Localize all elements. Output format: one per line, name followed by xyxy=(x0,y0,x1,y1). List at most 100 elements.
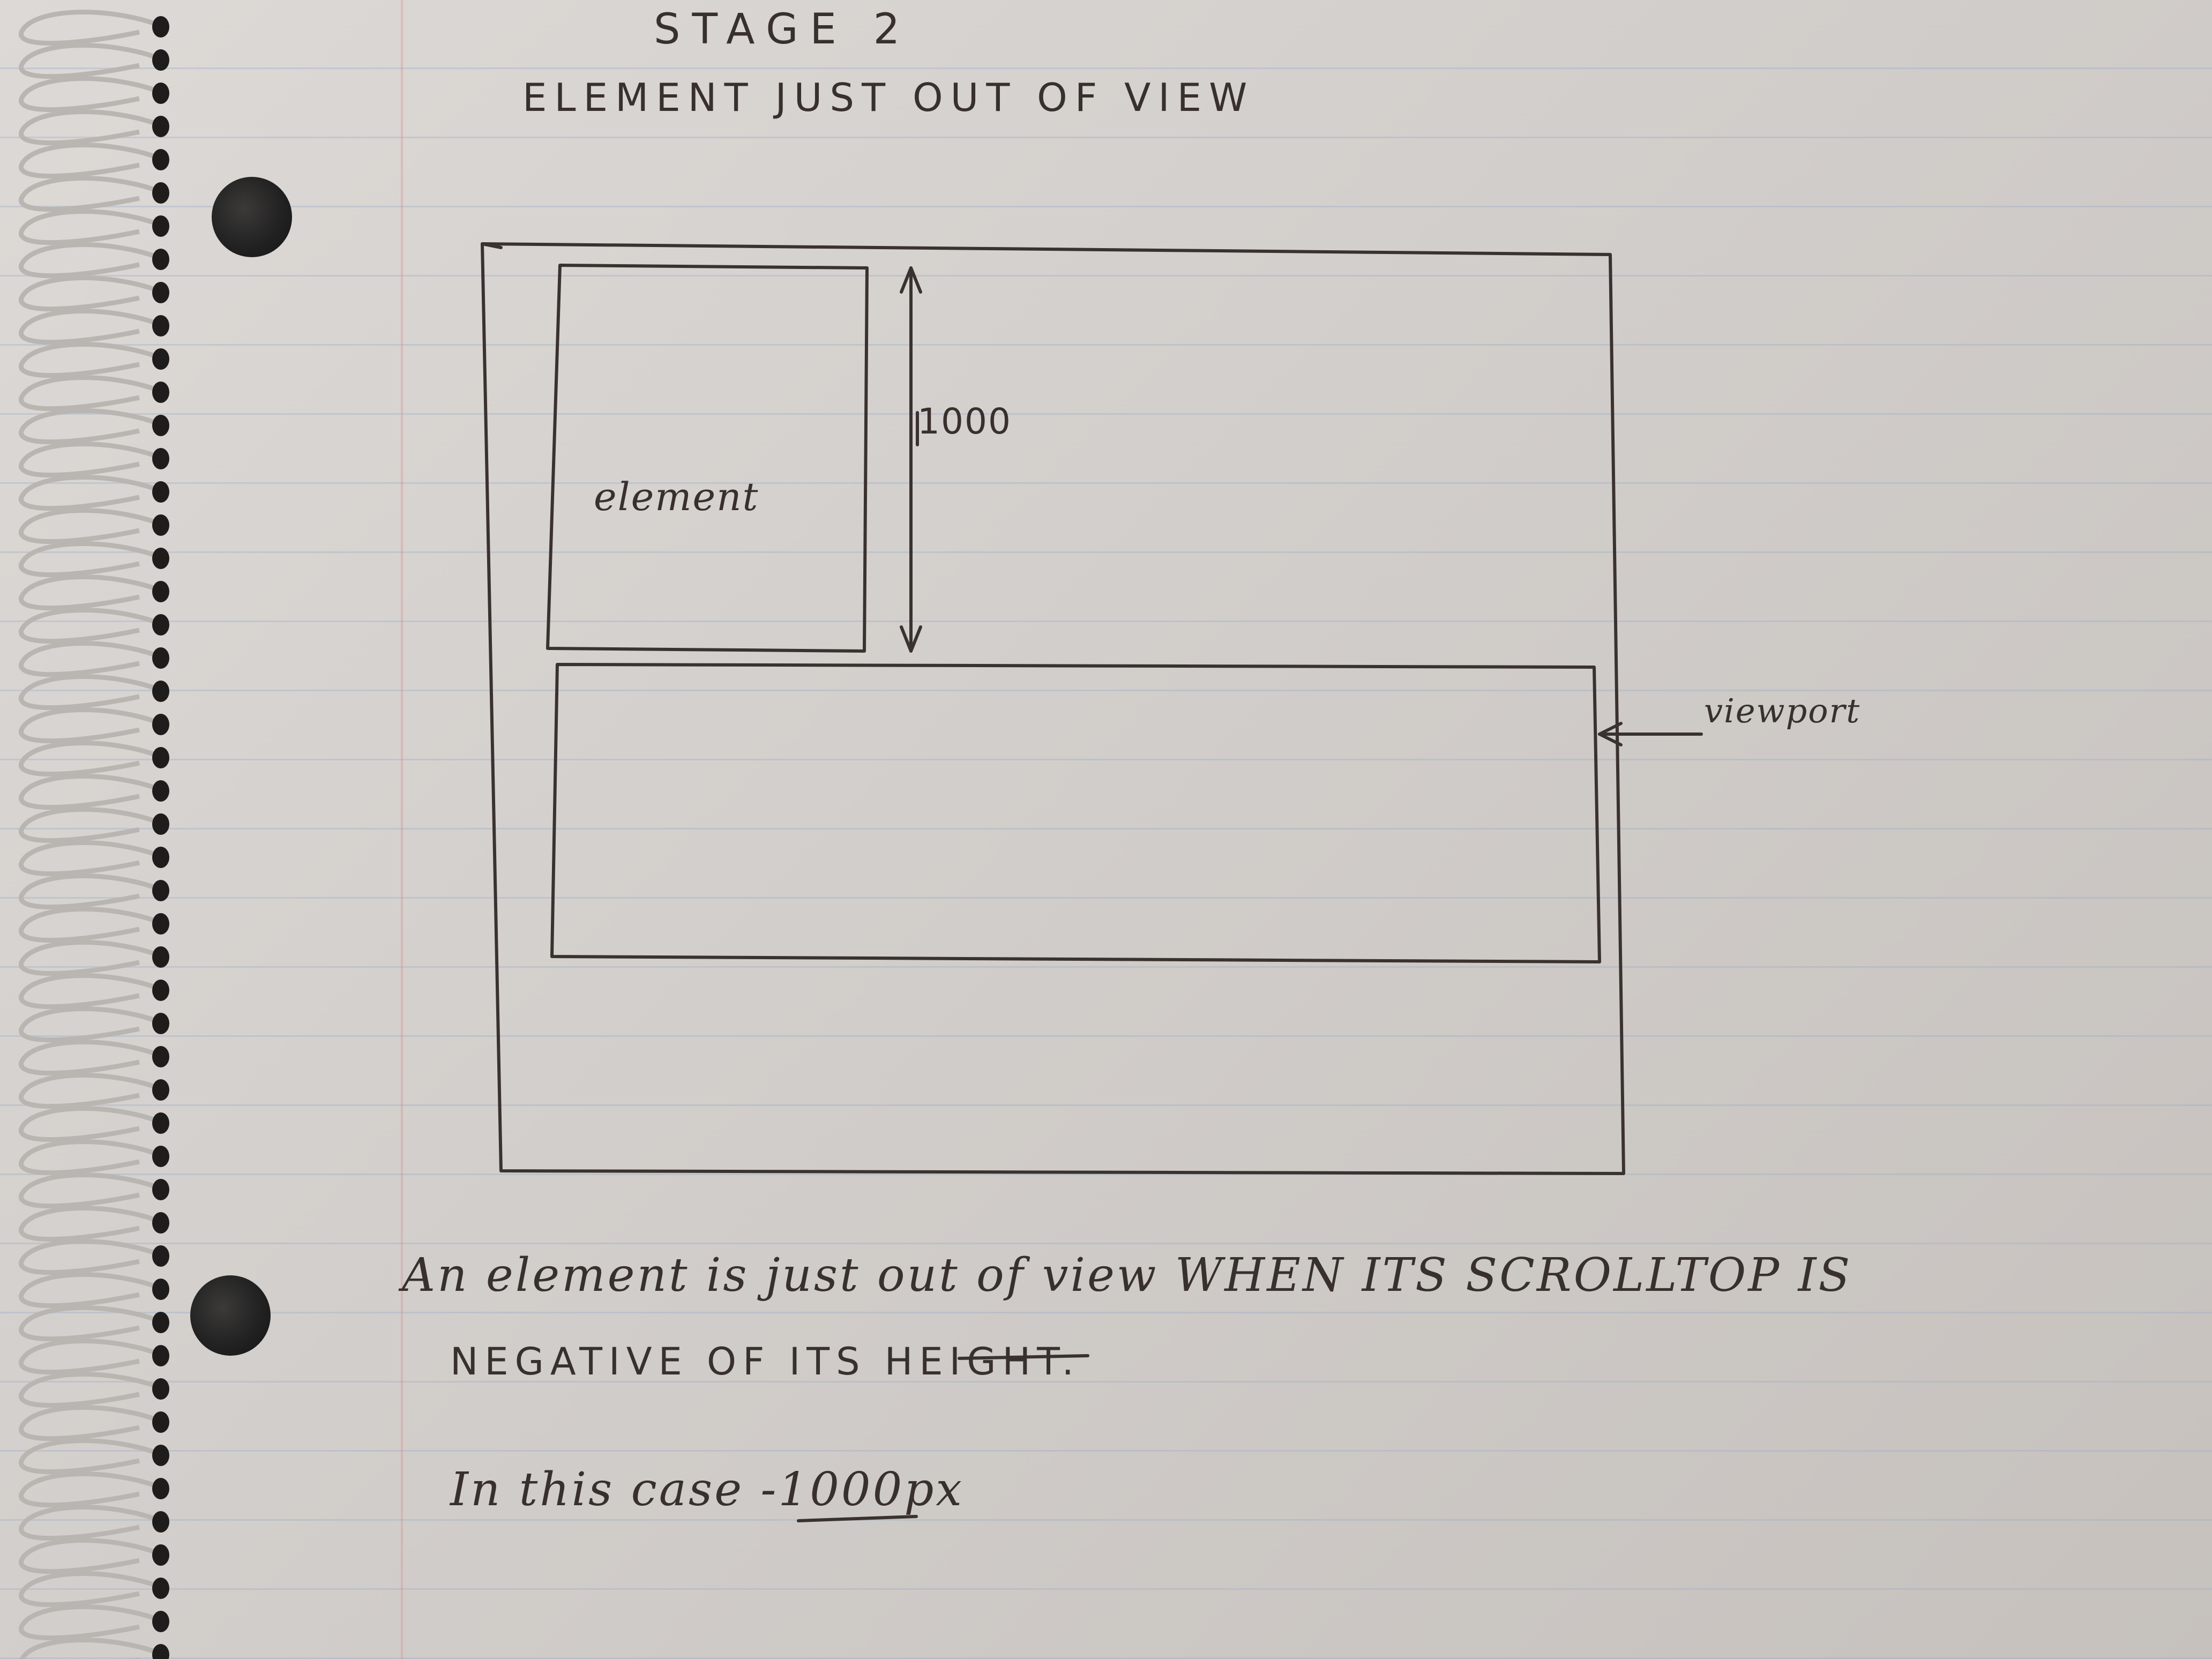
spiral-hole xyxy=(152,1146,169,1167)
strikethrough xyxy=(797,1515,918,1522)
spiral-hole xyxy=(152,215,169,237)
spiral-coil xyxy=(18,10,162,46)
spiral-coil xyxy=(18,76,162,113)
spiral-coil xyxy=(18,242,162,279)
margin-line xyxy=(401,0,403,1659)
spiral-coil xyxy=(18,508,162,544)
spiral-coil xyxy=(18,475,162,511)
spiral-hole xyxy=(152,1644,169,1659)
spiral-coil xyxy=(18,408,162,445)
spiral-hole xyxy=(152,614,169,636)
punch-hole xyxy=(212,177,292,257)
spiral-hole xyxy=(152,1511,169,1533)
viewport-box xyxy=(550,663,1601,963)
spiral-binding xyxy=(18,10,169,1659)
spiral-hole xyxy=(152,1378,169,1400)
spiral-coil xyxy=(18,840,162,877)
spiral-hole xyxy=(152,1611,169,1632)
spiral-coil xyxy=(18,176,162,212)
spiral-hole xyxy=(152,448,169,469)
spiral-coil xyxy=(18,1040,162,1076)
spiral-coil xyxy=(18,774,162,810)
spiral-hole xyxy=(152,880,169,901)
spiral-coil xyxy=(18,209,162,245)
spiral-hole xyxy=(152,1079,169,1101)
spiral-hole xyxy=(152,747,169,768)
spiral-hole xyxy=(152,249,169,270)
spiral-hole xyxy=(152,83,169,104)
spiral-coil xyxy=(18,375,162,412)
viewport-label: viewport xyxy=(1704,691,1861,730)
spiral-coil xyxy=(18,43,162,79)
spiral-hole xyxy=(152,149,169,170)
viewport-pointer-head xyxy=(1598,722,1623,746)
spiral-hole xyxy=(152,1179,169,1200)
spiral-coil xyxy=(18,641,162,677)
spiral-coil xyxy=(18,674,162,711)
spiral-coil xyxy=(18,608,162,644)
spiral-hole xyxy=(152,315,169,337)
spiral-hole xyxy=(152,1212,169,1234)
spiral-coil xyxy=(18,707,162,744)
spiral-hole xyxy=(152,847,169,868)
spiral-hole xyxy=(152,1445,169,1466)
punch-hole xyxy=(190,1275,271,1356)
spiral-coil xyxy=(18,574,162,611)
spiral-coil xyxy=(18,342,162,378)
spiral-coil xyxy=(18,1305,162,1342)
spiral-hole xyxy=(152,581,169,602)
spiral-coil xyxy=(18,1405,162,1441)
spiral-hole xyxy=(152,1013,169,1034)
spiral-hole xyxy=(152,382,169,403)
spiral-hole xyxy=(152,514,169,536)
spiral-hole xyxy=(152,348,169,370)
spiral-coil xyxy=(18,442,162,478)
spiral-hole xyxy=(152,282,169,303)
spiral-hole xyxy=(152,1544,169,1566)
spiral-coil xyxy=(18,309,162,345)
spiral-hole xyxy=(152,813,169,835)
spiral-coil xyxy=(18,1538,162,1574)
spiral-hole xyxy=(152,49,169,71)
spiral-coil xyxy=(18,1106,162,1142)
spiral-hole xyxy=(152,647,169,669)
height-arrow-head-bottom xyxy=(900,625,922,653)
spiral-coil xyxy=(18,1239,162,1275)
spiral-coil xyxy=(18,973,162,1010)
spiral-hole xyxy=(152,913,169,935)
spiral-coil xyxy=(18,1372,162,1408)
spiral-coil xyxy=(18,1139,162,1176)
spiral-hole xyxy=(152,1578,169,1599)
element-box xyxy=(546,264,869,653)
spiral-hole xyxy=(152,16,169,38)
spiral-hole xyxy=(152,946,169,968)
note-line-2: NEGATIVE OF ITS HEIGHT. xyxy=(450,1340,1080,1384)
spiral-hole xyxy=(152,1046,169,1067)
spiral-coil xyxy=(18,1006,162,1043)
spiral-hole xyxy=(152,1312,169,1333)
spiral-coil xyxy=(18,873,162,910)
note-line-3: In this case -1000px xyxy=(450,1463,964,1516)
spiral-coil xyxy=(18,1339,162,1375)
spiral-coil xyxy=(18,807,162,843)
document-top-overhang xyxy=(481,242,503,249)
spiral-hole xyxy=(152,780,169,802)
spiral-hole xyxy=(152,182,169,204)
element-label: element xyxy=(594,474,759,519)
spiral-coil xyxy=(19,1638,162,1659)
spiral-hole xyxy=(152,1112,169,1134)
spiral-coil xyxy=(18,275,162,312)
stage-title: STAGE 2 xyxy=(654,5,912,54)
spiral-hole xyxy=(152,714,169,735)
spiral-hole xyxy=(152,1411,169,1433)
spiral-coil xyxy=(18,940,162,976)
spiral-hole xyxy=(152,415,169,436)
spiral-coil xyxy=(18,1438,162,1475)
spiral-hole xyxy=(152,548,169,569)
spiral-coil xyxy=(18,541,162,578)
spiral-hole xyxy=(152,1245,169,1267)
spiral-hole xyxy=(152,116,169,137)
spiral-coil xyxy=(18,1172,162,1209)
spiral-coil xyxy=(18,109,162,146)
